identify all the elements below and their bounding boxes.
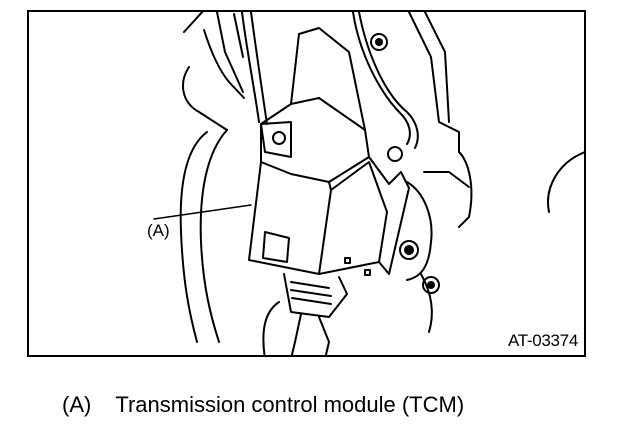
tcm-line-drawing (153, 12, 584, 355)
legend-description: Transmission control module (TCM) (115, 392, 465, 417)
callout-label-a: (A) (147, 221, 170, 240)
figure-id: AT-03374 (507, 331, 578, 350)
legend: (A) Transmission control module (TCM) (62, 393, 464, 417)
legend-key: (A) (62, 392, 92, 417)
figure-frame: (A) AT-03374 (27, 10, 586, 357)
